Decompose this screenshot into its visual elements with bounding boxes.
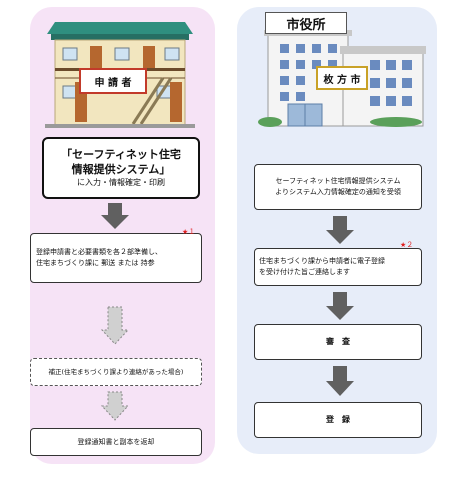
marker-2: ★２ [400,241,414,249]
step1-instruction: に入力・情報確定・印刷 [77,178,165,187]
step4-text: 登録通知書と副本を返却 [77,437,155,446]
city-step4-text: 登 録 [326,415,350,424]
applicant-step3-box: 補正(住宅まちづくり課より連絡があった場合) [30,358,202,386]
applicant-step2-box: 登録申請書と必要書類を各２部準備し、 住宅まちづくり課に 郵送 または 持参 [30,233,202,283]
city-name-sign: 枚 方 市 [316,66,368,90]
apartment-building-illustration [45,22,195,128]
city-step2-line1: 住宅まちづくり課から申請者に電子登録 [259,257,385,265]
city-step2-box: 住宅まちづくり課から申請者に電子登録 を受け付けた旨ご連絡します [254,248,422,286]
applicant-sign-label: 申 請 者 [94,77,132,89]
step2-line1: 登録申請書と必要書類を各２部準備し、 [36,248,162,256]
city-step1-line2: よりシステム入力情報確定の通知を受領 [275,188,401,196]
down-arrow-icon [101,203,129,229]
dashed-down-arrow-icon [101,306,129,345]
step1-title-line2: 情報提供システム」 [71,163,171,176]
down-arrow-icon [326,216,354,244]
city-step3-box: 審 査 [254,324,422,360]
city-step1-line1: セーフティネット住宅情報提供システム [275,177,401,185]
city-step3-text: 審 査 [326,337,350,346]
city-step2-line2: を受け付けた旨ご連絡します [259,268,350,276]
city-step4-box: 登 録 [254,402,422,438]
step2-line2: 住宅まちづくり課に 郵送 または 持参 [36,259,155,267]
down-arrow-icon [326,366,354,396]
city-step1-box: セーフティネット住宅情報提供システム よりシステム入力情報確定の通知を受領 [254,164,422,210]
step3-text: 補正(住宅まちづくり課より連絡があった場合) [48,367,184,376]
applicant-step1-box: 「セーフティネット住宅 情報提供システム」 に入力・情報確定・印刷 [42,137,200,199]
applicant-step4-box: 登録通知書と副本を返却 [30,428,202,456]
city-name-label: 枚 方 市 [323,74,361,86]
down-arrow-icon [326,292,354,320]
city-hall-building-illustration [258,30,426,127]
city-hall-sign: 市役所 [265,12,347,34]
marker-1: ★１ [182,228,196,236]
applicant-sign: 申 請 者 [79,68,147,94]
city-hall-sign-label: 市役所 [286,17,326,33]
step1-title-line1: 「セーフティネット住宅 [61,148,181,161]
dashed-down-arrow-icon [101,391,129,421]
